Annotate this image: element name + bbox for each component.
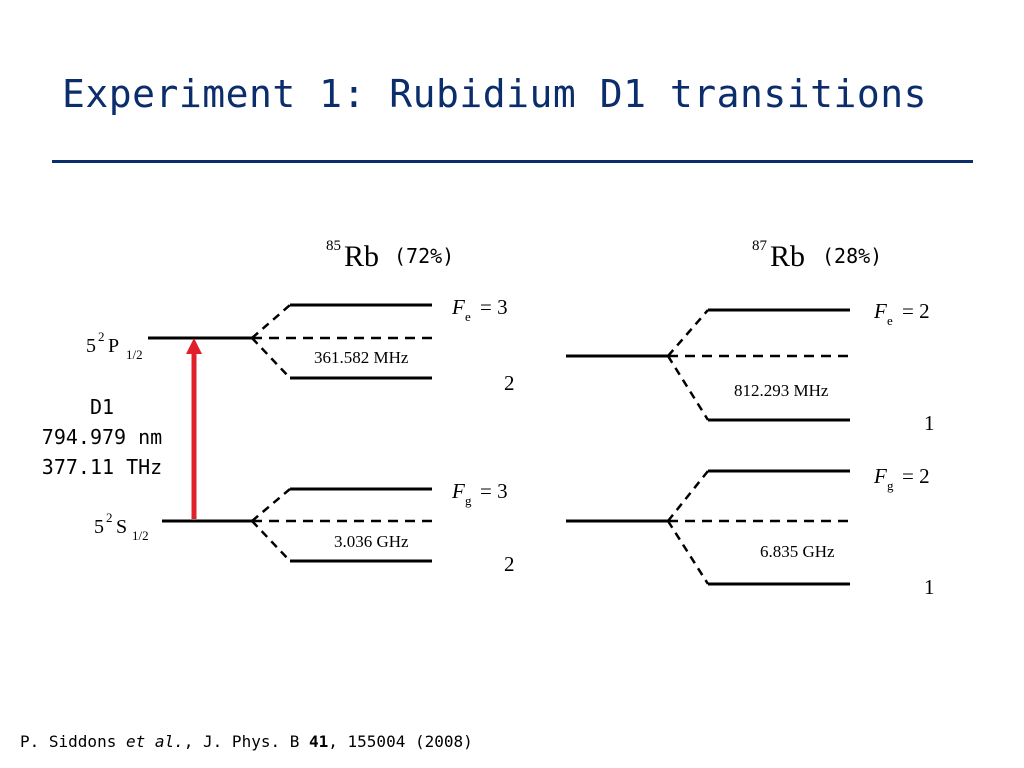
citation-rest: , 155004 (2008): [328, 732, 473, 751]
rb87-fg-lower-label: 1: [924, 575, 935, 599]
rb87-abundance: (28%): [822, 244, 882, 268]
rb87-symbol: Rb: [770, 240, 805, 273]
rb87-ground-splitting: 6.835 GHz: [760, 542, 835, 561]
rb85-ground-state-label: 5 2 S 1/2: [94, 510, 149, 543]
svg-text:2: 2: [106, 510, 113, 525]
citation-journal: , J. Phys. B: [183, 732, 309, 751]
svg-text:g: g: [887, 478, 894, 493]
svg-text:1/2: 1/2: [126, 347, 143, 362]
rb87-fg-split-up: [667, 470, 709, 522]
citation-etal: et al.: [125, 732, 184, 751]
rb87-fg-upper-label: F g = 2: [873, 464, 930, 493]
d1-transition-info: D1 794.979 nm 377.11 THz: [20, 392, 184, 482]
rb87-fg-split-down: [666, 520, 710, 585]
svg-text:F: F: [451, 295, 465, 319]
rb85-fg-upper-label: F g = 3: [451, 479, 508, 508]
citation-volume: 41: [309, 732, 329, 751]
svg-text:F: F: [873, 299, 887, 323]
rb85-fg-lower-label: 2: [504, 552, 515, 576]
rb87-fe-lower-label: 1: [924, 411, 935, 435]
slide-title: Experiment 1: Rubidium D1 transitions: [62, 72, 927, 116]
svg-text:g: g: [465, 493, 472, 508]
svg-text:F: F: [451, 479, 465, 503]
rb85-fe-split-down: [251, 337, 291, 379]
d1-label: D1: [89, 395, 115, 419]
svg-text:5: 5: [94, 516, 104, 538]
rb85-ground-splitting: 3.036 GHz: [334, 532, 409, 551]
citation-authors: P. Siddons: [20, 732, 117, 751]
rb85-fe-split-up: [251, 304, 291, 339]
svg-text:= 2: = 2: [902, 299, 930, 323]
rb85-fe-lower-label: 2: [504, 371, 515, 395]
title-underline: [52, 160, 973, 163]
rb87-fe-upper-label: F e = 2: [873, 299, 930, 328]
rb85-fg-split-up: [251, 488, 291, 522]
d1-transition-arrow: [186, 338, 202, 519]
svg-text:5: 5: [86, 335, 96, 357]
citation: P. Siddons et al., J. Phys. B 41, 155004…: [20, 732, 473, 751]
rb87-fe-split-up: [667, 309, 709, 357]
rb85-symbol: Rb: [344, 240, 379, 273]
svg-text:S: S: [116, 516, 127, 538]
svg-text:= 3: = 3: [480, 479, 508, 503]
rb85-mass-number: 85: [326, 238, 341, 254]
rb85-excited-splitting: 361.582 MHz: [314, 348, 409, 367]
svg-text:F: F: [873, 464, 887, 488]
d1-wavelength: 794.979 nm: [41, 425, 163, 449]
rb85-fg-split-down: [251, 520, 291, 562]
rb87-fe-split-down: [666, 355, 710, 421]
rb85-excited-state-label: 5 2 P 1/2: [86, 329, 143, 362]
svg-text:2: 2: [98, 329, 105, 344]
svg-text:e: e: [887, 313, 893, 328]
rb87-mass-number: 87: [752, 238, 768, 254]
rb85-fe-upper-label: F e = 3: [451, 295, 508, 324]
svg-text:e: e: [465, 309, 471, 324]
rb87-excited-splitting: 812.293 MHz: [734, 381, 829, 400]
d1-frequency: 377.11 THz: [41, 455, 163, 479]
svg-text:1/2: 1/2: [132, 528, 149, 543]
svg-text:= 2: = 2: [902, 464, 930, 488]
rb85-abundance: (72%): [394, 244, 454, 268]
svg-text:P: P: [108, 335, 119, 357]
svg-text:= 3: = 3: [480, 295, 508, 319]
